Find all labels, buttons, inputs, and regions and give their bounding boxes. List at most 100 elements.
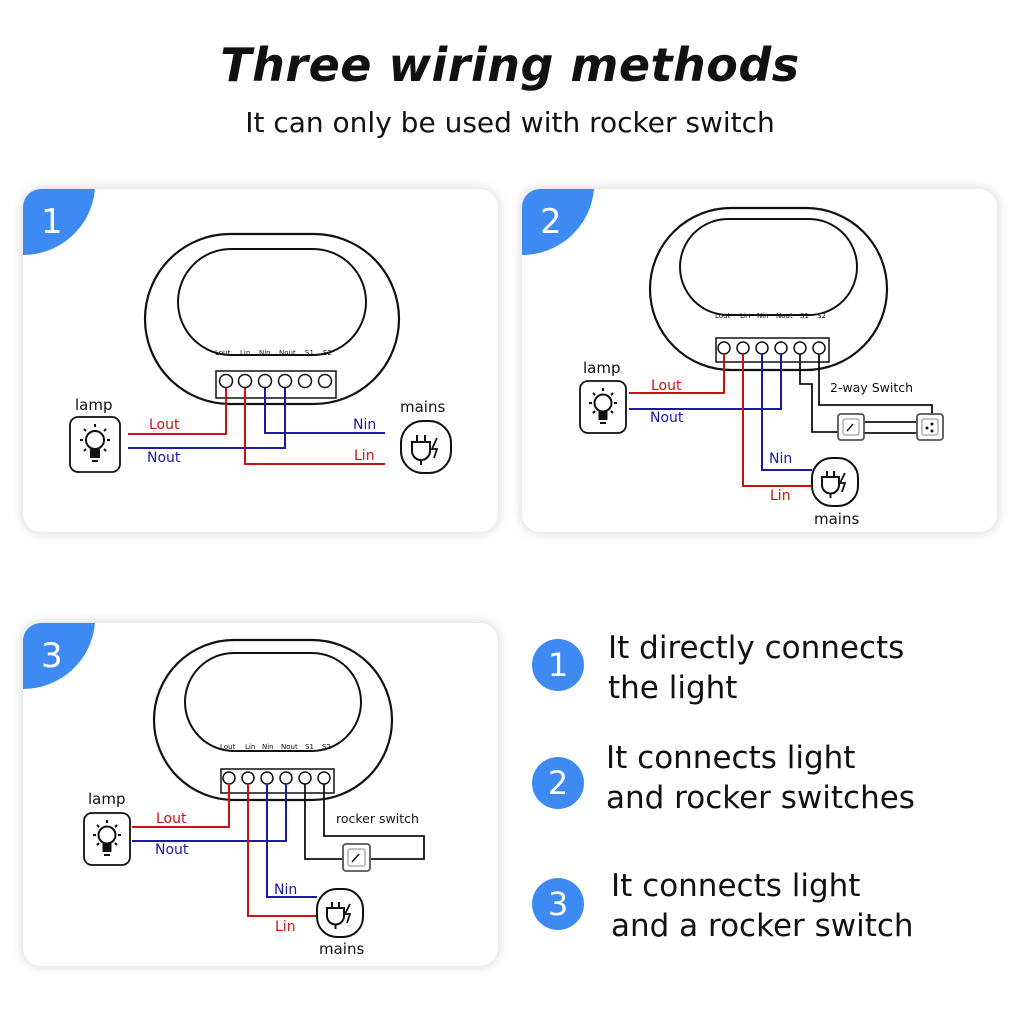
card-number-badge xyxy=(23,623,95,690)
terminal-lout xyxy=(717,341,731,355)
page-title: Three wiring methods xyxy=(220,38,800,92)
plug-icon xyxy=(811,457,859,507)
card-number: 2 xyxy=(540,202,562,242)
wire-nout xyxy=(132,784,287,842)
legend-text: It directly connects the light xyxy=(608,630,905,706)
wire-label-nin: Nin xyxy=(769,451,792,467)
svg-text:S1: S1 xyxy=(800,312,809,320)
wire-label-nout: Nout xyxy=(147,450,181,466)
terminal-block xyxy=(215,370,337,399)
wire-nin xyxy=(264,388,385,434)
wiring-card-2: 2 Lout Lin Nin Nout S1 S2 xyxy=(522,189,997,532)
wire-s2 xyxy=(323,784,425,860)
mains-label: mains xyxy=(400,398,445,416)
lamp-label: lamp xyxy=(75,396,113,414)
mains-label: mains xyxy=(814,510,859,528)
lightbulb-icon xyxy=(83,812,131,866)
svg-text:S2: S2 xyxy=(817,312,826,320)
wire-label-lin: Lin xyxy=(770,488,791,504)
wire-lout xyxy=(629,354,725,394)
svg-text:Lin: Lin xyxy=(245,743,255,751)
terminal-nin xyxy=(755,341,769,355)
svg-text:Lout: Lout xyxy=(215,349,230,357)
terminal-lin xyxy=(237,373,253,389)
wire-nin xyxy=(266,784,317,898)
terminal-nout xyxy=(774,341,788,355)
svg-text:Lin: Lin xyxy=(240,349,250,357)
svg-text:S1: S1 xyxy=(305,349,314,357)
card-number: 3 xyxy=(41,636,63,676)
wire-nin xyxy=(761,354,812,471)
svg-text:S1: S1 xyxy=(305,743,314,751)
svg-text:S2: S2 xyxy=(323,349,332,357)
terminal-block xyxy=(220,768,335,794)
wire-lout xyxy=(128,388,227,435)
terminal-block xyxy=(715,337,830,363)
wire-label-nout: Nout xyxy=(155,842,189,858)
svg-text:Lin: Lin xyxy=(740,312,750,320)
svg-text:Nout: Nout xyxy=(281,743,298,751)
terminal-s2 xyxy=(317,771,331,785)
svg-text:Nout: Nout xyxy=(279,349,296,357)
wire-lout xyxy=(132,784,230,828)
terminal-nout xyxy=(279,771,293,785)
wire-label-nout: Nout xyxy=(650,410,684,426)
wire-s1 xyxy=(304,784,343,860)
plug-icon xyxy=(316,888,364,938)
wire-label-lout: Lout xyxy=(156,811,187,827)
terminal-nin xyxy=(260,771,274,785)
lamp-label: lamp xyxy=(88,790,126,808)
legend-text: It connects light and rocker switches xyxy=(606,740,915,816)
svg-text:Lout: Lout xyxy=(715,312,730,320)
terminal-s1 xyxy=(297,373,313,389)
page-subtitle: It can only be used with rocker switch xyxy=(245,106,775,139)
switch-label: 2-way Switch xyxy=(830,380,913,395)
wiring-card-1: 1 Lout Lin Nin Nout S1 S2 Lou xyxy=(23,189,498,532)
terminal-labels: Lout Lin Nin Nout S1 S2 xyxy=(215,349,332,357)
terminal-lin xyxy=(736,341,750,355)
switch-module: Lout Lin Nin Nout S1 S2 xyxy=(152,638,394,802)
terminal-nout xyxy=(277,373,293,389)
terminal-s1 xyxy=(793,341,807,355)
legend-text: It connects light and a rocker switch xyxy=(611,868,914,944)
wire-lin xyxy=(247,784,317,917)
legend-number: 3 xyxy=(532,878,584,930)
switch-label: rocker switch xyxy=(336,811,419,826)
svg-text:Nin: Nin xyxy=(259,349,271,357)
wire-label-lout: Lout xyxy=(651,378,682,394)
lamp-label: lamp xyxy=(583,359,621,377)
wiring-card-3: 3 Lout Lin Nin Nout S1 S2 xyxy=(23,623,498,966)
wire-lin xyxy=(244,388,385,465)
wire-nout xyxy=(629,354,782,410)
svg-text:Nin: Nin xyxy=(262,743,274,751)
switch-module: Lout Lin Nin Nout S1 S2 xyxy=(143,232,401,406)
terminal-nin xyxy=(257,373,273,389)
wire-label-lin: Lin xyxy=(354,448,375,464)
rocker-switch-icon xyxy=(342,843,371,872)
wire-nout xyxy=(128,388,286,449)
wire-label-nin: Nin xyxy=(274,882,297,898)
terminal-s2 xyxy=(812,341,826,355)
switch-module: Lout Lin Nin Nout S1 S2 xyxy=(648,206,889,372)
rocker-switch-icon xyxy=(916,413,944,441)
card-number-badge xyxy=(522,189,594,256)
plug-icon xyxy=(400,420,452,474)
wire-label-lout: Lout xyxy=(149,417,180,433)
terminal-s1 xyxy=(298,771,312,785)
terminal-lin xyxy=(241,771,255,785)
svg-text:Nin: Nin xyxy=(757,312,769,320)
mains-label: mains xyxy=(319,940,364,958)
card-number: 1 xyxy=(41,202,63,242)
wire-label-lin: Lin xyxy=(275,919,296,935)
legend-number: 1 xyxy=(532,639,584,691)
terminal-labels: Lout Lin Nin Nout S1 S2 xyxy=(715,312,826,320)
lightbulb-icon xyxy=(69,416,121,473)
svg-text:Nout: Nout xyxy=(776,312,793,320)
rocker-switch-icon xyxy=(837,413,865,441)
terminal-lout xyxy=(218,373,234,389)
wire-lin xyxy=(742,354,812,487)
wire-s1 xyxy=(799,354,838,433)
legend-number: 2 xyxy=(532,757,584,809)
terminal-labels: Lout Lin Nin Nout S1 S2 xyxy=(220,743,331,751)
lightbulb-icon xyxy=(579,380,627,434)
